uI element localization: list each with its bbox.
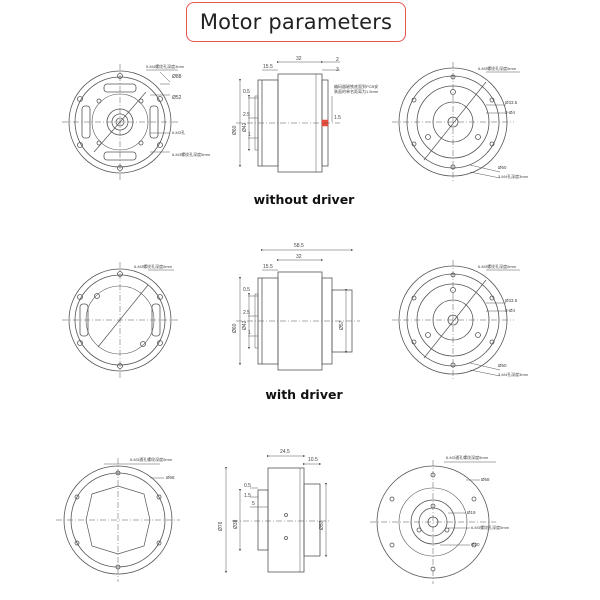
row2-front-view bbox=[62, 262, 178, 378]
row3-side-dia-inner: Ø38 bbox=[233, 519, 239, 529]
row2-front-note1: 6-M3螺纹孔深度5mm bbox=[134, 263, 173, 269]
row1-side-left-dim: 15.5 bbox=[263, 64, 273, 70]
row3-side-dim-15: 1.5 bbox=[244, 493, 251, 499]
row3-side-dia-outer: Ø76 bbox=[218, 521, 224, 531]
row1-side-dim-05: 0.5 bbox=[243, 89, 250, 95]
page-title: Motor parameters bbox=[199, 10, 393, 34]
row2-back-note2: 3-M4孔深度3mm bbox=[498, 371, 529, 377]
row1-back-view bbox=[392, 62, 520, 182]
row1-back-dim-b: 3-Ø4 bbox=[505, 110, 516, 115]
row2-back-dim-a: Ø33.5 bbox=[505, 298, 518, 303]
row3-front-note1: 6-M3通孔螺纹深度5mm bbox=[130, 456, 173, 462]
title-box: Motor parameters bbox=[186, 2, 406, 42]
row2-side-dim-25: 2.5 bbox=[243, 310, 250, 316]
row1-side-note-line2: 装面的单名距离为1.5mm bbox=[334, 88, 379, 94]
row1-side-dim-25: 2.5 bbox=[243, 112, 250, 118]
row2-side-dim-1: 1 bbox=[248, 330, 251, 336]
row3-side-view bbox=[224, 454, 330, 574]
row2-side-total-dim: 58.5 bbox=[294, 243, 304, 249]
row2-side-dia-right: Ø57 bbox=[339, 320, 345, 330]
row2-side-dim-05: 0.5 bbox=[243, 287, 250, 293]
row1-front-note2: 6-M3孔 bbox=[172, 129, 185, 135]
caption-with-driver: with driver bbox=[265, 387, 343, 402]
row1-side-view bbox=[236, 60, 340, 173]
row1-side-top-dim: 32 bbox=[296, 56, 302, 62]
row3-side-dia-right: Ø57 bbox=[319, 520, 325, 530]
row3-back-dim-a: Ø19 bbox=[467, 510, 476, 515]
row1-side-note-line1: 编码器磁铁底面到PCB安 bbox=[334, 83, 378, 89]
row1-front-outer-dia: Ø88 bbox=[172, 74, 182, 80]
row3-back-note2: 6-M3螺纹孔深度5mm bbox=[471, 524, 510, 530]
row1-side-dia-outer: Ø60 bbox=[232, 125, 238, 135]
row1-back-outer-dia: Ø60 bbox=[498, 165, 507, 170]
row3-back-outer-dia: Ø68 bbox=[481, 477, 490, 482]
row2-back-dim-b: 3-Ø4 bbox=[505, 308, 516, 313]
row1-front-note1: 5-M4螺纹孔深度3mm bbox=[146, 63, 185, 69]
row1-side-dia-inner: Ø42 bbox=[242, 122, 248, 132]
row1-side-dim-15: 1.5 bbox=[334, 115, 341, 121]
row3-side-right-dim: 10.5 bbox=[308, 457, 318, 463]
row2-side-left-dim: 15.5 bbox=[263, 264, 273, 270]
row1-side-right-dim-top: 2 bbox=[336, 57, 339, 63]
row3-side-top-dim: 24.5 bbox=[280, 449, 290, 455]
row3-side-dim-05: 0.5 bbox=[244, 483, 251, 489]
row1-front-note3: 6-M3螺纹孔深度5mm bbox=[172, 151, 211, 157]
row3-front-outer-dia: Ø68 bbox=[166, 475, 175, 480]
row2-back-outer-dia: Ø50 bbox=[498, 363, 507, 368]
row1-back-dim-a: Ø33.5 bbox=[505, 100, 518, 105]
row1-side-right-dim-mid: 3 bbox=[336, 67, 339, 73]
row2-side-dia-inner: Ø42 bbox=[242, 320, 248, 330]
row2-side-dia-outer: Ø60 bbox=[232, 323, 238, 333]
row2-side-view bbox=[236, 248, 360, 371]
row3-back-dim-b: Ø20 bbox=[471, 542, 480, 547]
caption-without-driver: without driver bbox=[253, 192, 355, 207]
row3-back-note1: 6-M3通孔螺纹深度5mm bbox=[446, 454, 489, 460]
row3-front-view bbox=[56, 458, 180, 582]
row3-back-view bbox=[370, 460, 496, 584]
row1-back-note1: 6-M3螺纹孔深度5mm bbox=[478, 65, 517, 71]
row3-side-dim-5: 5 bbox=[252, 501, 255, 507]
row1-side-dim-1: 1 bbox=[248, 132, 251, 138]
row1-back-note2: 3-M4孔深度3mm bbox=[498, 173, 529, 179]
row2-back-view bbox=[392, 260, 520, 380]
row2-side-top-dim: 32 bbox=[296, 254, 302, 260]
row1-front-view bbox=[62, 64, 178, 180]
row1-front-inner-dia: Ø52 bbox=[172, 95, 182, 101]
row2-back-note1: 6-M3螺纹孔深度5mm bbox=[478, 263, 517, 269]
